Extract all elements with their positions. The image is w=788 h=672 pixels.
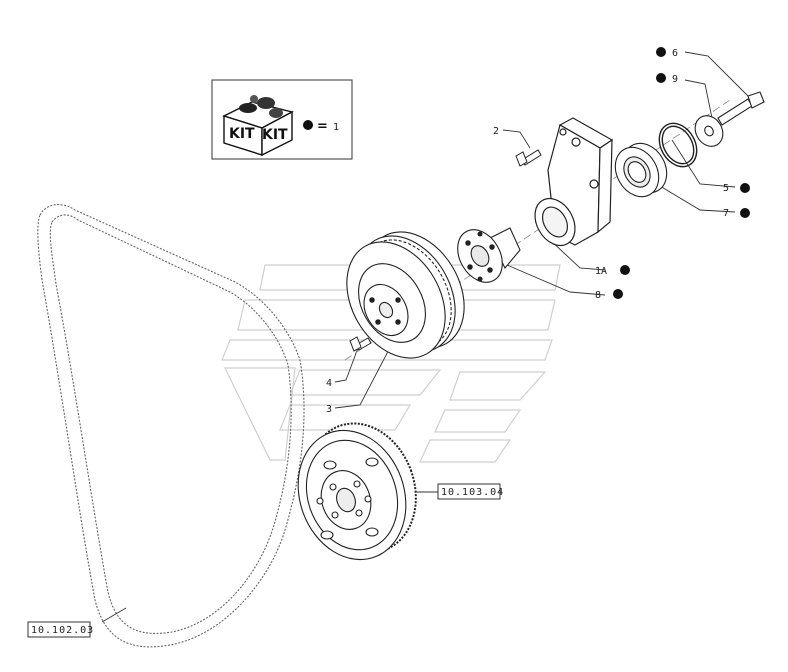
callout-7: 7 (723, 208, 729, 219)
leader-5 (671, 139, 736, 188)
bullet-9-icon (656, 73, 666, 83)
bearing-7 (614, 142, 668, 198)
kit-box-icon (222, 95, 294, 157)
flywheel-ref-label: 10.103.04 (441, 487, 504, 498)
bolt-2 (515, 149, 542, 167)
callout-1a: 1A (595, 266, 607, 277)
callouts: 6 9 2 5 7 1A 8 4 3 (326, 47, 750, 415)
kit-legend: KIT KIT = 1 (211, 79, 353, 160)
bullet-7-icon (740, 208, 750, 218)
kit-word-right: KIT (262, 127, 288, 143)
belt-reference[interactable]: 10.102.03 (27, 621, 94, 638)
leader-lines (101, 51, 751, 623)
leader-1a (547, 237, 606, 271)
leader-4 (334, 347, 359, 383)
damper-flywheel (297, 422, 417, 561)
flywheel-reference[interactable]: 10.103.04 (437, 483, 504, 500)
callout-4: 4 (326, 378, 332, 389)
leader-belt-ref (101, 607, 127, 623)
kit-word-left: KIT (229, 126, 255, 142)
kit-equals: = (317, 119, 328, 134)
kit-bullet-icon (303, 120, 313, 130)
leader-3 (334, 337, 396, 409)
callout-2: 2 (493, 126, 499, 137)
bullet-8-icon (613, 289, 623, 299)
belt-ref-label: 10.102.03 (31, 625, 94, 636)
leader-6 (684, 51, 751, 99)
snap-ring-5 (658, 122, 698, 168)
callout-8: 8 (595, 290, 601, 301)
callout-3: 3 (326, 404, 332, 415)
leader-9 (684, 79, 713, 119)
callout-5: 5 (723, 183, 729, 194)
hub-8 (457, 227, 521, 283)
callout-9: 9 (672, 74, 678, 85)
bullet-6-icon (656, 47, 666, 57)
leader-7 (649, 179, 736, 213)
leader-2 (502, 129, 531, 149)
pulley-3 (346, 231, 465, 359)
drive-belt (37, 204, 305, 648)
washer-9 (694, 115, 724, 147)
callout-6: 6 (672, 48, 678, 59)
bolt-4 (349, 336, 372, 352)
bullet-5-icon (740, 183, 750, 193)
bullet-1a-icon (620, 265, 630, 275)
support-bracket-1a (534, 117, 614, 247)
kit-number: 1 (333, 122, 339, 133)
leader-8 (499, 261, 606, 296)
bolt-6 (717, 91, 765, 126)
